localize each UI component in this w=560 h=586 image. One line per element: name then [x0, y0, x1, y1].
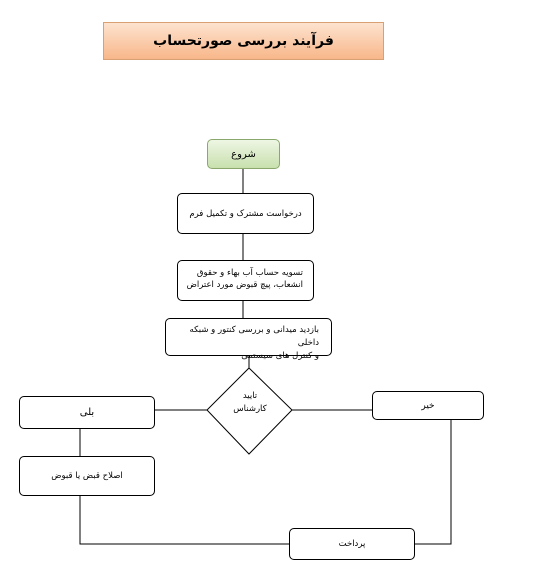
start-node: شروع: [207, 139, 280, 169]
settle-label-line1: تسویه حساب آب بهاء و حقوق: [196, 268, 303, 278]
pay-node: پرداخت: [289, 528, 415, 560]
decision-label-line1: تایید: [242, 391, 258, 401]
visit-label-line1: بازدید میدانی و بررسی کنتور و شبکه داخلی: [189, 325, 319, 348]
settle-label-line2: انشعاب، پیچ قبوض مورد اعتراض: [186, 280, 303, 290]
fix-bill-node: اصلاح قبض یا قبوض: [19, 456, 155, 496]
connector-no-pay: [415, 420, 452, 545]
no-label: خیر: [421, 400, 435, 411]
start-label: شروع: [231, 148, 256, 160]
yes-node: بلی: [19, 396, 155, 429]
visit-label-line2: و کنترل های سیستمی: [241, 351, 319, 361]
fix-bill-label: اصلاح قبض یا قبوض: [51, 471, 123, 481]
visit-node: بازدید میدانی و بررسی کنتور و شبکه داخلی…: [165, 318, 332, 361]
request-node: درخواست مشترک و تکمیل فرم: [177, 193, 314, 234]
settle-node: تسویه حساب آب بهاء و حقوق انشعاب، پیچ قب…: [177, 260, 314, 301]
decision-diamond: [206, 367, 293, 455]
connector-fix-pay: [79, 496, 289, 545]
pay-label: پرداخت: [338, 539, 366, 549]
no-node: خیر: [372, 391, 484, 420]
decision-label-line2: کارشناس: [233, 404, 267, 414]
yes-label: بلی: [79, 407, 95, 418]
page-title: فرآیند بررسی صورتحساب: [103, 22, 384, 60]
decision-label: تایید کارشناس: [220, 390, 280, 416]
request-label: درخواست مشترک و تکمیل فرم: [189, 208, 302, 219]
